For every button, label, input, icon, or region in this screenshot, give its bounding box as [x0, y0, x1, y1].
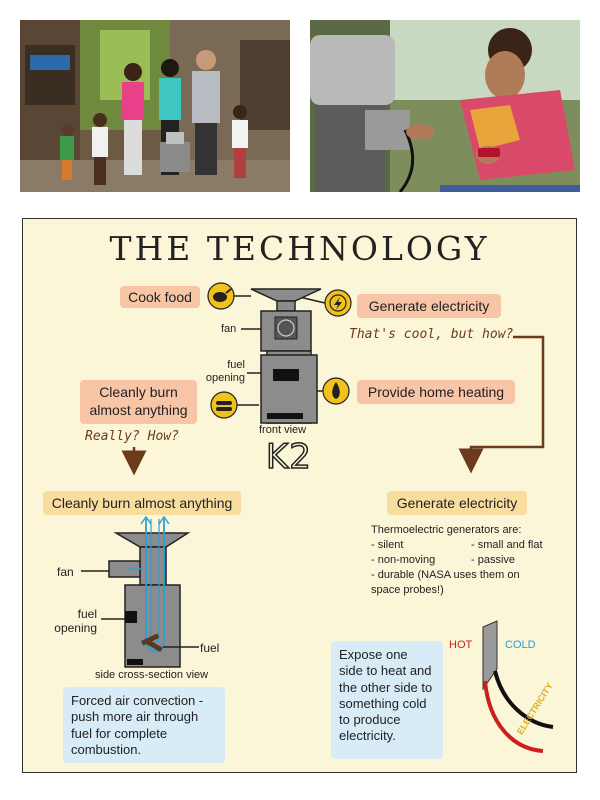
teg-property-small-flat-text: small and flat [477, 539, 543, 551]
fan-label-side: fan [57, 565, 74, 579]
family-photo [20, 20, 290, 192]
woman-charging-phone-photo [310, 20, 580, 192]
cleanly-burn-label: Cleanly burn almost anything [80, 380, 197, 424]
electricity-explanation: Expose one side to heat and the other si… [331, 641, 443, 759]
fuel-opening-label: fuel opening [205, 359, 245, 385]
teg-property-non-moving: - non-moving [371, 553, 436, 566]
teg-properties-col1: - silent - non-moving - durable (NASA us… [371, 538, 561, 597]
question-how-burn: Really? How? [85, 429, 179, 444]
infographic-drawing [81, 282, 554, 753]
flame-icon [322, 377, 350, 405]
fuel-label-side: fuel [200, 641, 220, 655]
stove-side-cross-section [81, 515, 199, 668]
cook-food-label: Cook food [120, 286, 200, 308]
fuel-opening-label-side: fuel opening [54, 607, 97, 636]
page-title: THE TECHNOLOGY [109, 229, 490, 268]
burn-explanation: Forced air convection - push more air th… [63, 687, 225, 763]
fan-label: fan [221, 323, 237, 335]
k2-stove-front-view [250, 288, 322, 424]
teg-property-small-flat: - small and flat [471, 539, 543, 551]
teg-intro: Thermoelectric generators are: [371, 524, 522, 536]
lightning-icon [324, 289, 352, 317]
question-how-electricity: That's cool, but how? [349, 327, 514, 342]
electricity-section-heading: Generate electricity [387, 491, 527, 515]
cold-label: COLD [505, 639, 536, 651]
model-name: K2 [265, 436, 312, 478]
generate-electricity-label: Generate electricity [357, 294, 501, 318]
teg-property-passive: - passive [471, 553, 516, 566]
thermoelectric-generator-diagram [482, 620, 554, 753]
hot-label: HOT [449, 639, 473, 651]
teg-property-silent: - silent [371, 539, 404, 551]
teg-property-durable: - durable (NASA uses them on space probe… [371, 568, 520, 596]
side-view-label: side cross-section view [95, 669, 209, 681]
burn-section-heading: Cleanly burn almost anything [43, 491, 241, 515]
front-view-label: front view [259, 424, 307, 436]
wood-logs-icon [210, 391, 238, 419]
teg-properties-col2: - small and flat - passive [471, 538, 543, 568]
technology-infographic: THE TECHNOLOGY Cook food Generate electr… [22, 218, 577, 773]
provide-heating-label: Provide home heating [357, 380, 515, 404]
chicken-icon [207, 282, 235, 310]
